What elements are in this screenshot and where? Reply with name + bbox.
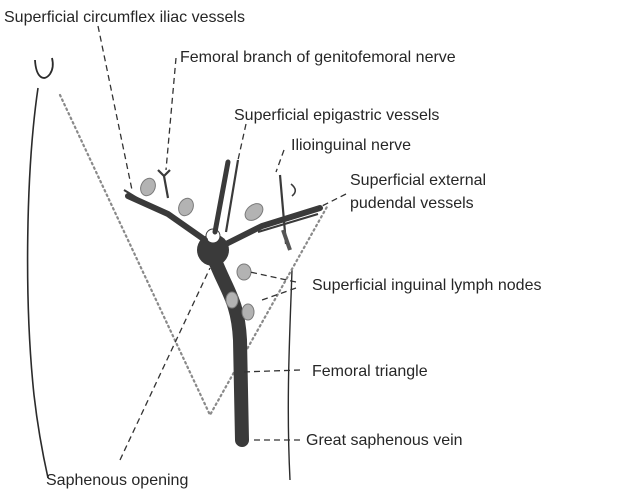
- lymph-node: [138, 176, 158, 198]
- label-superficial-inguinal-lymph-nodes: Superficial inguinal lymph nodes: [312, 277, 541, 294]
- pubic-tubercle-mark: [35, 58, 53, 78]
- label-great-saphenous-vein: Great saphenous vein: [306, 432, 463, 449]
- lymph-node: [237, 264, 251, 280]
- label-superficial-circumflex-iliac-vessels: Superficial circumflex iliac vessels: [4, 9, 245, 26]
- label-femoral-triangle: Femoral triangle: [312, 363, 428, 380]
- label-superficial-external-pudendal-vessels-line2: pudendal vessels: [350, 195, 474, 212]
- femoral-triangle-outline: [60, 95, 328, 415]
- label-saphenous-opening: Saphenous opening: [46, 472, 188, 489]
- labels: Superficial circumflex iliac vessels Fem…: [4, 9, 541, 489]
- lymph-node: [242, 200, 266, 224]
- label-superficial-external-pudendal-vessels-line1: Superficial external: [350, 172, 486, 189]
- lymph-node: [242, 304, 254, 320]
- label-superficial-epigastric-vessels: Superficial epigastric vessels: [234, 107, 439, 124]
- lymph-node: [226, 292, 238, 308]
- lymph-node: [176, 196, 196, 218]
- label-femoral-branch-genitofemoral-nerve: Femoral branch of genitofemoral nerve: [180, 49, 456, 66]
- label-ilioinguinal-nerve: Ilioinguinal nerve: [291, 137, 411, 154]
